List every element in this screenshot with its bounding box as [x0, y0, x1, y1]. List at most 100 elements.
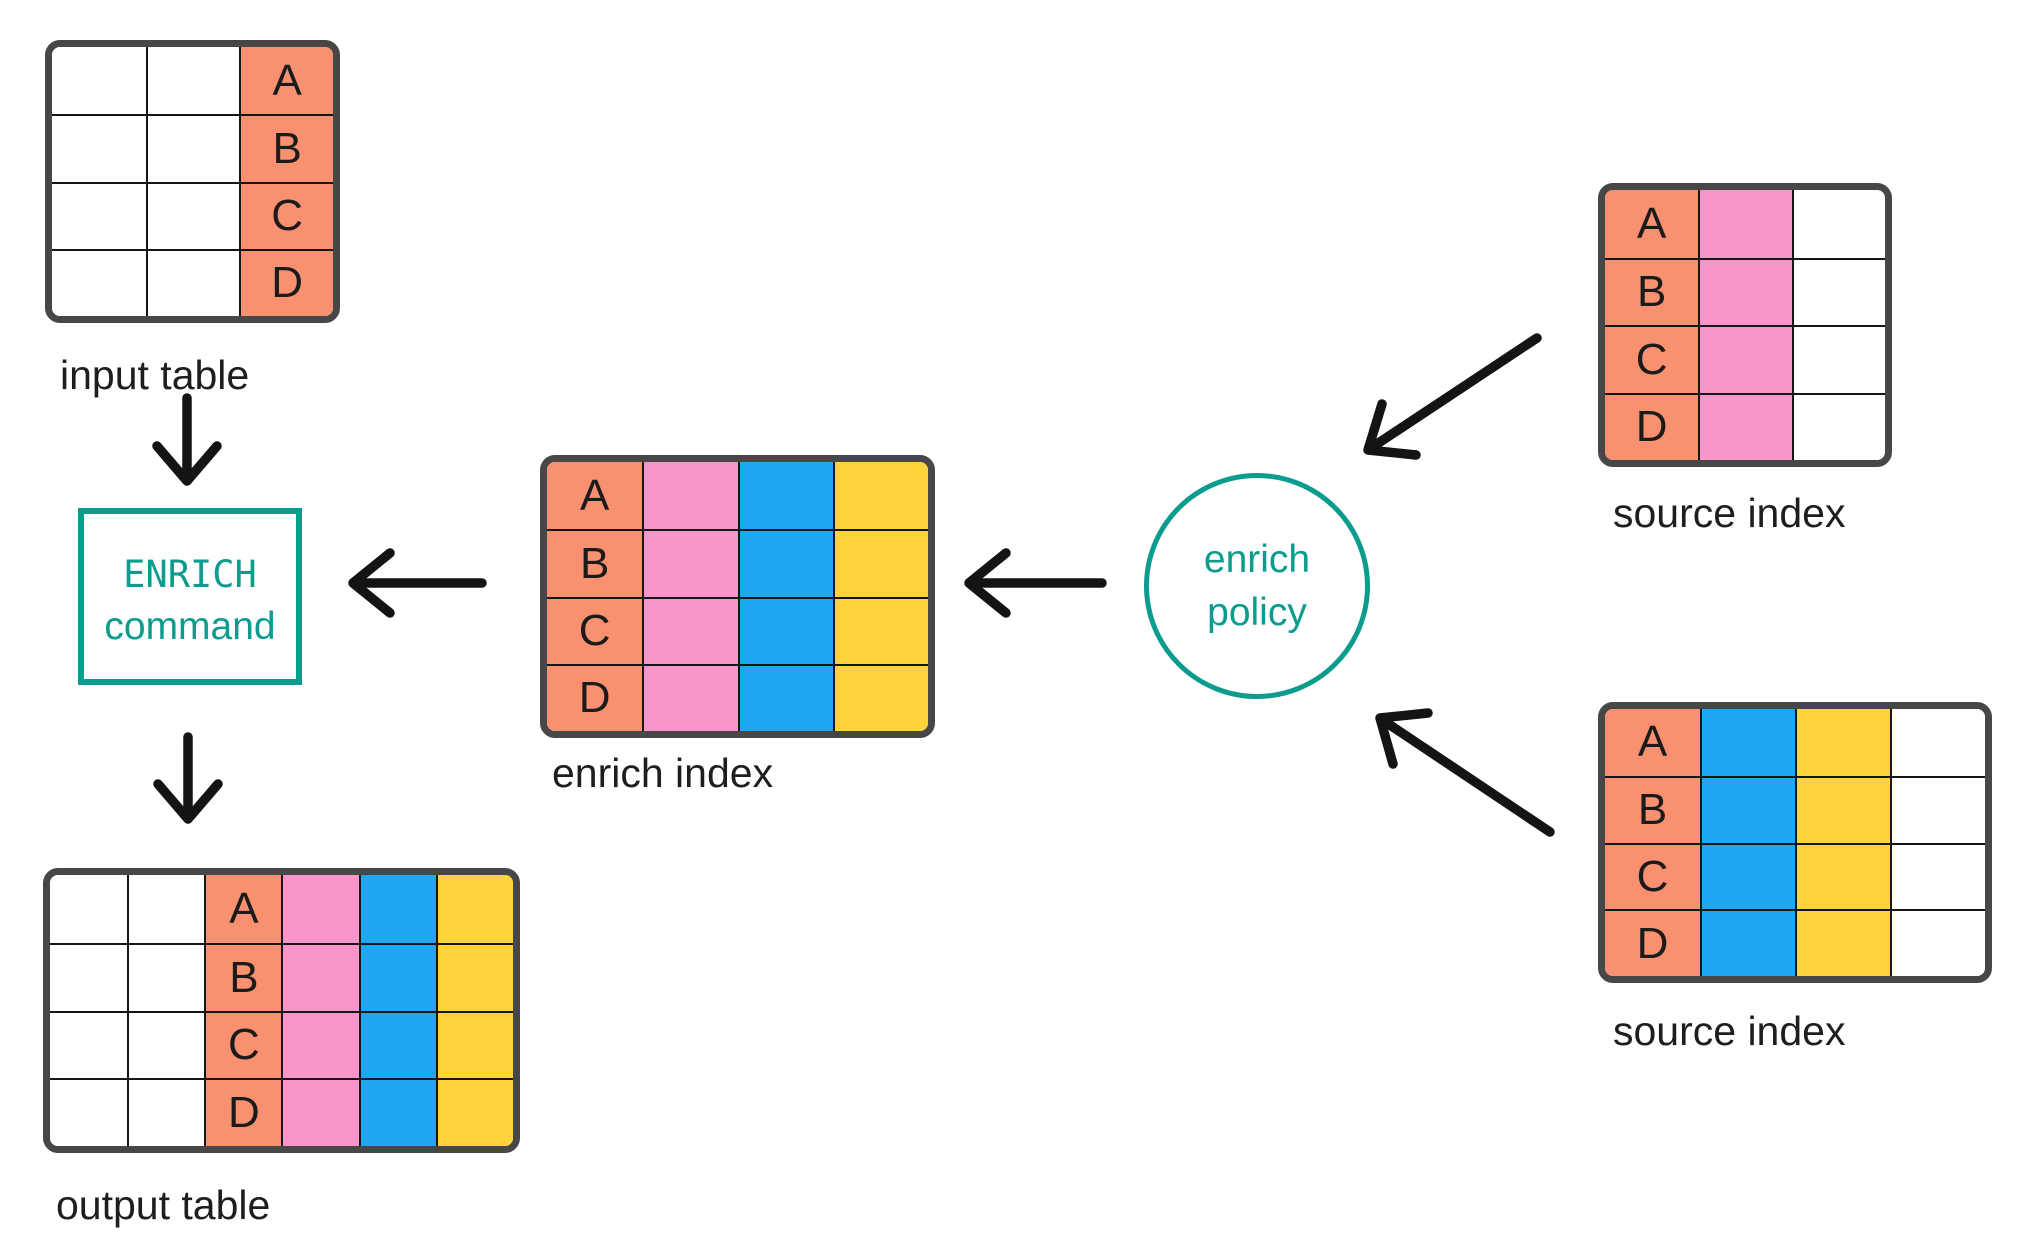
source-index-bottom-label: source index [1613, 1008, 1846, 1054]
table-cell [1890, 775, 1985, 843]
table-cell [127, 875, 205, 943]
table-cell [127, 942, 205, 1011]
table-cell [737, 663, 833, 731]
table-cell [435, 1078, 513, 1146]
table-cell [1890, 909, 1985, 976]
table-cell [1795, 842, 1890, 910]
arrow-command-to-output [153, 732, 223, 824]
table-cell [52, 248, 146, 316]
input-table-label: input table [60, 352, 250, 398]
table-cell [737, 529, 833, 597]
table-cell [1795, 709, 1890, 776]
table-cell [832, 663, 928, 731]
enrich-command-node: ENRICH command [78, 508, 302, 685]
table-cell [50, 875, 128, 943]
table-cell [642, 462, 738, 530]
table-cell [358, 1078, 436, 1146]
table-cell [358, 1010, 436, 1079]
table-cell [832, 529, 928, 597]
table-cell: D [1605, 392, 1699, 460]
table-cell: C [239, 181, 333, 249]
table-cell [1791, 392, 1885, 460]
table-cell [358, 942, 436, 1011]
table-cell [1700, 709, 1795, 776]
table-cell [281, 875, 359, 943]
table-cell [642, 596, 738, 664]
table-cell [1700, 842, 1795, 910]
table-cell [52, 181, 146, 249]
enrich-command-line2: command [104, 604, 276, 648]
table-cell [52, 47, 146, 115]
table-cell [1698, 190, 1792, 258]
table-cell [435, 1010, 513, 1079]
table-cell: B [547, 529, 643, 597]
table-cell [1791, 257, 1885, 325]
table-cell [50, 1078, 128, 1146]
enrich-policy-node: enrich policy [1144, 473, 1370, 699]
table-cell: C [1605, 325, 1699, 393]
table-cell [1795, 775, 1890, 843]
arrow-policy-to-enrich-index [964, 548, 1107, 618]
table-cell [1700, 909, 1795, 976]
output-table-label: output table [56, 1182, 271, 1228]
table-cell [1698, 392, 1792, 460]
table-cell [281, 942, 359, 1011]
table-cell: B [1605, 257, 1699, 325]
table-cell: B [1605, 775, 1700, 843]
enrich-index-label: enrich index [552, 750, 774, 796]
table-cell [737, 596, 833, 664]
enrich-policy-line1: enrich [1203, 538, 1311, 581]
table-cell: A [1605, 190, 1699, 258]
arrow-input-to-command [152, 393, 222, 486]
table-cell [145, 47, 240, 115]
table-cell [50, 942, 128, 1011]
source-index-top-label: source index [1613, 490, 1846, 536]
table-cell: A [547, 462, 643, 530]
arrow-source-top-to-policy [1363, 333, 1542, 460]
arrow-source-bottom-to-policy [1375, 708, 1555, 837]
table-cell: D [1605, 909, 1700, 976]
table-cell [145, 248, 240, 316]
table-cell [832, 462, 928, 530]
table-cell: A [204, 875, 282, 943]
table-cell [642, 663, 738, 731]
arrow-enrich-index-to-command [348, 548, 487, 618]
table-cell [281, 1078, 359, 1146]
table-cell [127, 1010, 205, 1079]
table-cell [1890, 709, 1985, 776]
table-cell: B [239, 114, 333, 182]
table-cell: C [204, 1010, 282, 1079]
table-cell [1698, 257, 1792, 325]
table-cell [737, 462, 833, 530]
table-cell [435, 942, 513, 1011]
enrich-command-line1: ENRICH [123, 552, 257, 596]
table-cell [642, 529, 738, 597]
table-cell [1700, 775, 1795, 843]
table-cell [832, 596, 928, 664]
table-cell [145, 181, 240, 249]
table-cell: D [204, 1078, 282, 1146]
table-cell [358, 875, 436, 943]
table-cell [1791, 190, 1885, 258]
table-cell [435, 875, 513, 943]
table-cell: A [239, 47, 333, 115]
table-cell: C [1605, 842, 1700, 910]
table-cell [1698, 325, 1792, 393]
table-cell [52, 114, 146, 182]
table-cell [145, 114, 240, 182]
table-cell: C [547, 596, 643, 664]
table-cell [127, 1078, 205, 1146]
table-cell: D [239, 248, 333, 316]
enrich-policy-line2: policy [1207, 591, 1307, 634]
table-cell: A [1605, 709, 1700, 776]
table-cell [1791, 325, 1885, 393]
table-cell [1890, 842, 1985, 910]
table-cell: B [204, 942, 282, 1011]
table-cell: D [547, 663, 643, 731]
